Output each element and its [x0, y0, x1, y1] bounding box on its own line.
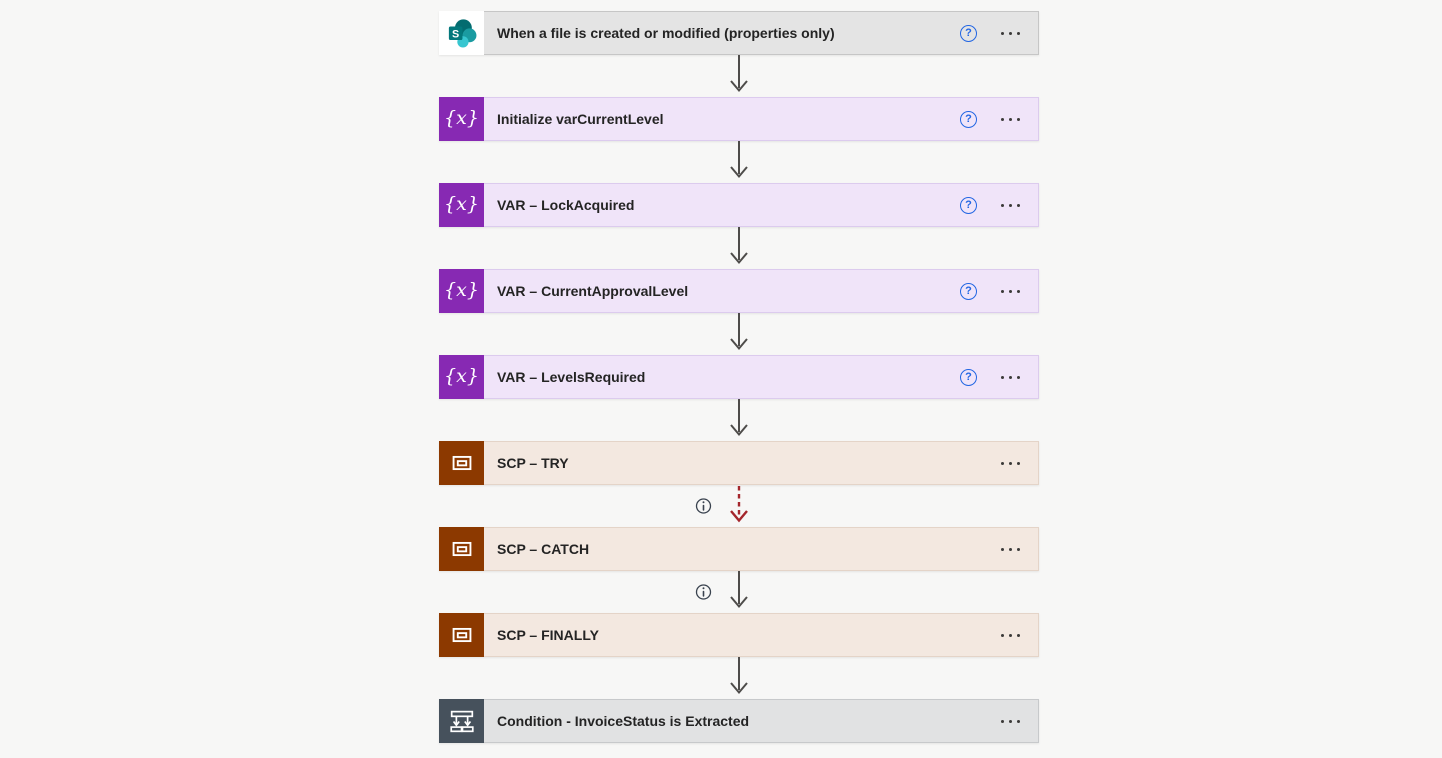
flow-canvas: S When a file is created or modified (pr…	[439, 11, 1039, 743]
more-menu-icon[interactable]	[999, 112, 1022, 127]
action-title: Initialize varCurrentLevel	[497, 111, 664, 127]
info-icon[interactable]	[695, 498, 712, 515]
action-card-scp-try[interactable]: SCP – TRY	[439, 441, 1039, 485]
connector-arrow	[439, 227, 1039, 269]
connector-run-after	[439, 485, 1039, 527]
help-icon[interactable]: ?	[960, 24, 977, 42]
action-title: SCP – FINALLY	[497, 627, 599, 643]
more-menu-icon[interactable]	[999, 198, 1022, 213]
scope-nested-rectangles-icon	[439, 613, 484, 657]
connector-arrow	[439, 313, 1039, 355]
action-title: SCP – TRY	[497, 455, 569, 471]
variable-braces-icon: {x}	[439, 97, 484, 141]
down-arrow-icon	[730, 313, 748, 350]
scope-nested-rectangles-icon	[439, 527, 484, 571]
more-menu-icon[interactable]	[999, 26, 1022, 41]
more-menu-icon[interactable]	[999, 628, 1022, 643]
help-icon[interactable]: ?	[960, 110, 977, 128]
help-icon[interactable]: ?	[960, 368, 977, 386]
action-card-condition-invoicestatus-is-extracted[interactable]: Condition - InvoiceStatus is Extracted	[439, 699, 1039, 743]
connector-arrow	[439, 55, 1039, 97]
sharepoint-logo-icon: S	[439, 11, 484, 55]
action-card-var-levelsrequired[interactable]: {x} VAR – LevelsRequired ?	[439, 355, 1039, 399]
action-card-initialize-varcurrentlevel[interactable]: {x} Initialize varCurrentLevel ?	[439, 97, 1039, 141]
action-title: VAR – LockAcquired	[497, 197, 635, 213]
help-icon[interactable]: ?	[960, 282, 977, 300]
down-arrow-icon	[730, 399, 748, 436]
variable-braces-icon: {x}	[439, 183, 484, 227]
down-arrow-dashed-icon	[729, 485, 749, 522]
svg-text:S: S	[452, 28, 459, 40]
action-card-scp-finally[interactable]: SCP – FINALLY	[439, 613, 1039, 657]
down-arrow-icon	[730, 571, 748, 608]
action-card-scp-catch[interactable]: SCP – CATCH	[439, 527, 1039, 571]
condition-branch-icon	[439, 699, 484, 743]
info-icon[interactable]	[695, 584, 712, 601]
down-arrow-icon	[730, 657, 748, 694]
more-menu-icon[interactable]	[999, 714, 1022, 729]
down-arrow-icon	[730, 55, 748, 92]
connector-arrow	[439, 571, 1039, 613]
trigger-card-when-file-created-or-modified[interactable]: S When a file is created or modified (pr…	[439, 11, 1039, 55]
more-menu-icon[interactable]	[999, 284, 1022, 299]
more-menu-icon[interactable]	[999, 542, 1022, 557]
trigger-title: When a file is created or modified (prop…	[497, 25, 835, 41]
action-title: VAR – CurrentApprovalLevel	[497, 283, 689, 299]
scope-nested-rectangles-icon	[439, 441, 484, 485]
down-arrow-icon	[730, 141, 748, 178]
connector-arrow	[439, 399, 1039, 441]
variable-braces-icon: {x}	[439, 355, 484, 399]
action-card-var-lockacquired[interactable]: {x} VAR – LockAcquired ?	[439, 183, 1039, 227]
action-title: Condition - InvoiceStatus is Extracted	[497, 713, 750, 729]
action-card-var-currentapprovallevel[interactable]: {x} VAR – CurrentApprovalLevel ?	[439, 269, 1039, 313]
more-menu-icon[interactable]	[999, 456, 1022, 471]
more-menu-icon[interactable]	[999, 370, 1022, 385]
variable-braces-icon: {x}	[439, 269, 484, 313]
help-icon[interactable]: ?	[960, 196, 977, 214]
action-title: VAR – LevelsRequired	[497, 369, 646, 385]
connector-arrow	[439, 657, 1039, 699]
action-title: SCP – CATCH	[497, 541, 590, 557]
connector-arrow	[439, 141, 1039, 183]
down-arrow-icon	[730, 227, 748, 264]
